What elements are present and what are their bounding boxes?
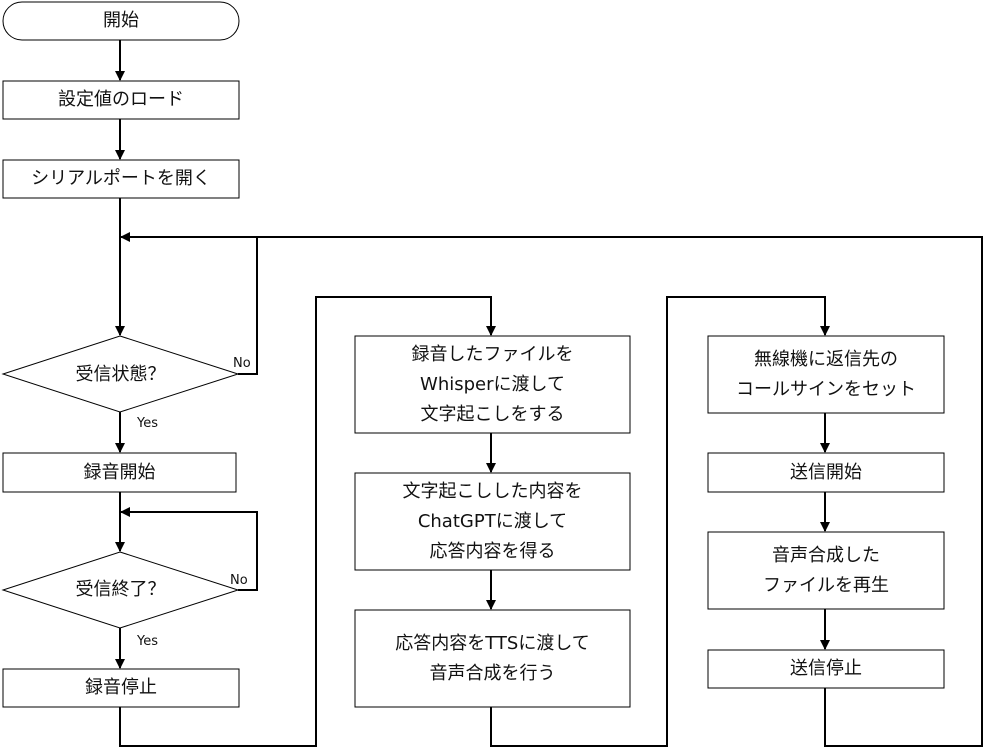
reception-end-yes-label: Yes (137, 634, 158, 649)
play-audio-label: 音声合成した ファイルを再生 (763, 544, 889, 596)
reception-end-no-label: No (230, 573, 248, 588)
record-start-box (2, 452, 237, 493)
record-stop-box (2, 668, 240, 708)
tts-label: 応答内容をTTSに渡して 音声合成を行う (395, 632, 590, 684)
chatgpt-label: 文字起こしした内容を ChatGPTに渡して 応答内容を得る (402, 480, 583, 562)
connector-transmit-stop-loop-back (257, 236, 983, 747)
record-start-label: 録音開始 (83, 461, 156, 483)
receiving-no-loop (120, 232, 258, 375)
reception-end-no-loop (120, 507, 258, 591)
transmit-start-label: 送信開始 (790, 461, 862, 483)
receiving-decision-label: 受信状態？ (75, 364, 166, 385)
receiving-no-label: No (233, 356, 251, 371)
reception-end-decision-label: 受信終了？ (75, 579, 166, 600)
transmit-stop-label: 送信停止 (790, 658, 862, 679)
callsign-box (707, 335, 945, 414)
whisper-box (354, 335, 631, 434)
whisper-label: 録音したファイルを Whisperに渡して 文字起こしをする (411, 343, 574, 425)
open-serial-port-box (2, 159, 240, 199)
receiving-yes-label: Yes (137, 416, 158, 431)
record-stop-label: 録音停止 (85, 677, 157, 698)
callsign-label: 無線機に返信先の コールサインをセット (736, 348, 916, 400)
play-audio-box (707, 531, 945, 610)
connector-record-stop-to-whisper (119, 296, 496, 747)
chatgpt-box (354, 472, 631, 571)
start-label: 開始 (103, 10, 139, 31)
load-settings-label: 設定値のロード (58, 89, 184, 110)
open-serial-port-label: シリアルポートを開く (31, 168, 211, 189)
transmit-stop-box (707, 649, 945, 689)
tts-box (354, 609, 631, 708)
connector-tts-to-callsign (490, 296, 830, 747)
load-settings-box (2, 80, 240, 120)
